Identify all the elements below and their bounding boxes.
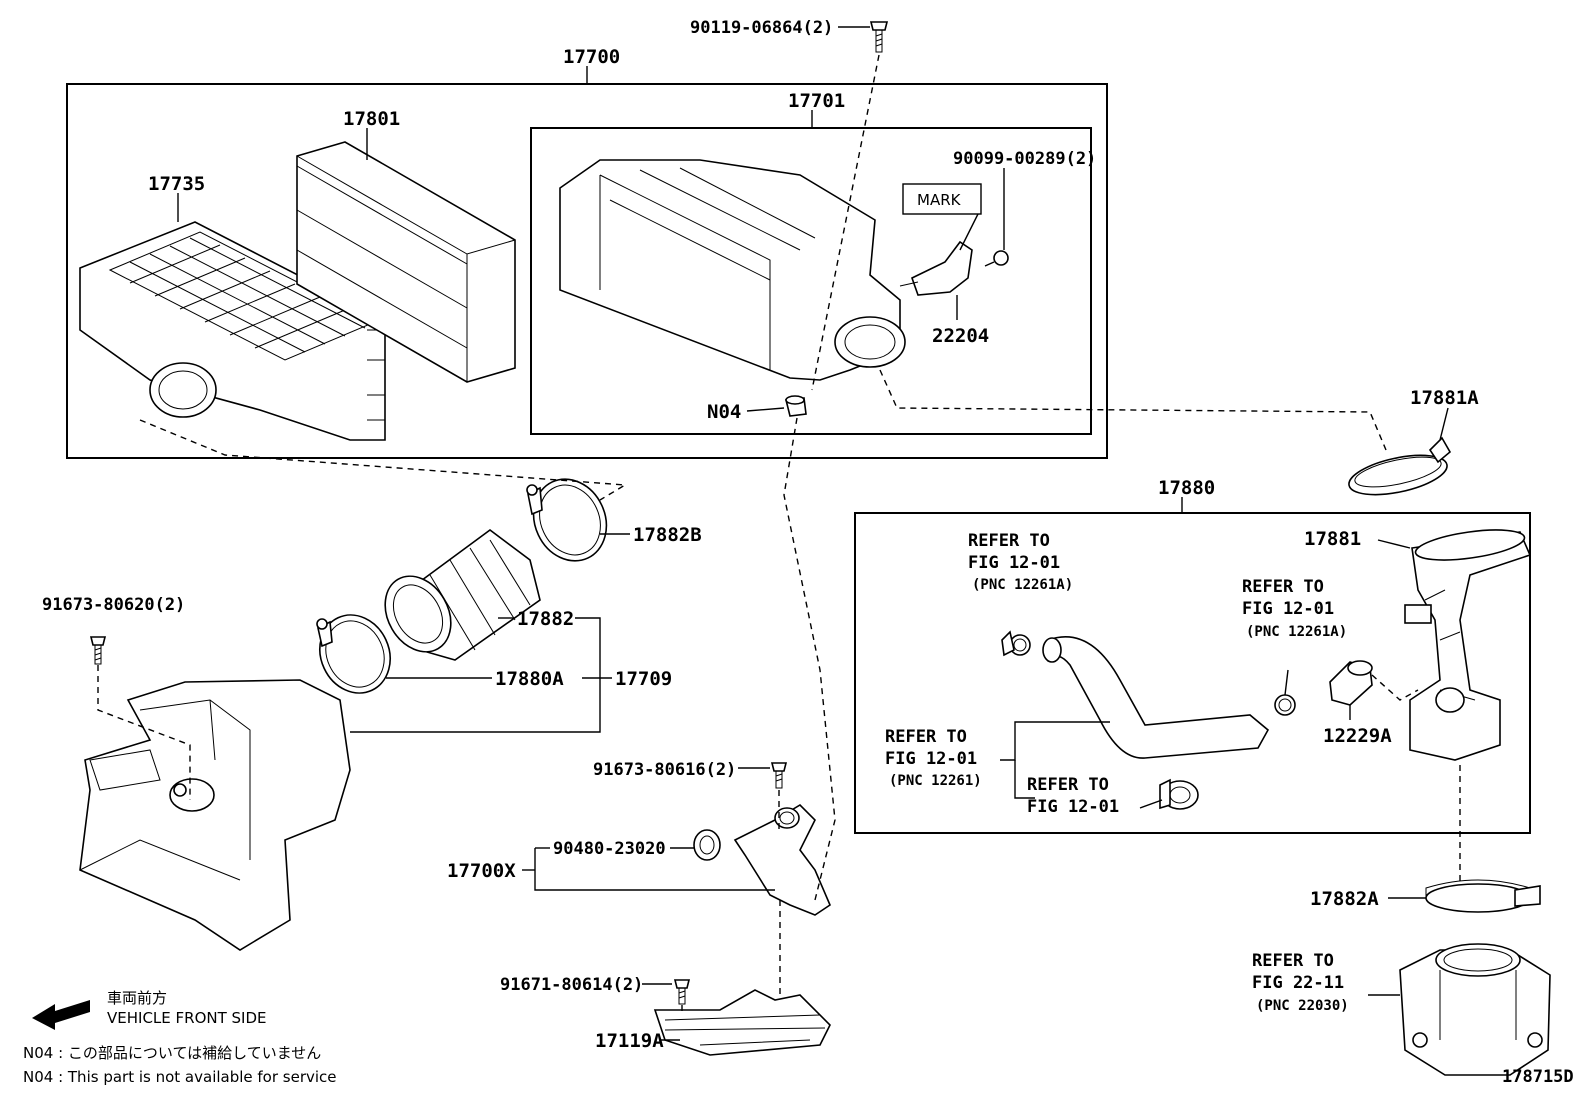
grommet-90480-icon [693,829,721,861]
dash-bolt-620 [97,665,191,800]
front-arrow-icon [32,1000,90,1030]
ref5-line1: REFER TO [1252,951,1334,971]
bracket-17700x-leader [534,848,775,891]
leader-n04 [746,407,785,412]
airflow-meter-22204 [899,240,973,296]
label-17700: 17700 [563,46,620,68]
lower-case [79,679,351,951]
bracket-ref3 [1000,721,1110,761]
ref5-line2: FIG 22-11 [1252,973,1344,993]
ref2-line3: (PNC 12261A) [1246,624,1347,640]
dash-n04-bracket [783,417,836,901]
ref3-line3: (PNC 12261) [889,773,982,789]
bracket-17709 [350,617,601,733]
assembly-17701-box [530,127,1092,435]
bolt-91673-80616-icon [770,762,788,789]
air-cleaner-cap-17735 [79,221,386,441]
label-17880: 17880 [1158,477,1215,499]
air-cleaner-case-17701 [559,159,906,381]
legend-n04-jp: N04 : この部品については補給していません [23,1044,321,1062]
ref2-line1: REFER TO [1242,577,1324,597]
ref3-line2: FIG 12-01 [885,749,977,769]
mark-box [902,183,982,215]
label-17801: 17801 [343,108,400,130]
leader-ref4 [1139,799,1163,809]
label-17882b: 17882B [633,524,702,546]
dash-cap-hose [139,419,628,501]
label-22204: 22204 [932,325,989,347]
label-17882: 17882 [517,608,574,630]
ref4-line1: REFER TO [1027,775,1109,795]
clamp-17880a [316,614,391,694]
label-17735: 17735 [148,173,205,195]
label-12229a: 12229A [1323,725,1392,747]
bolt-91671-icon [673,979,691,1005]
legend-front-jp: 車両前方 [107,989,167,1007]
dash-fitting-duct [1371,674,1419,701]
clamp-17881a [1348,436,1452,496]
dash-case-clamp [879,369,1387,451]
label-17709: 17709 [615,668,672,690]
bracket-17119a [653,989,831,1056]
bolt-90119-icon [869,21,889,53]
ref4-line2: FIG 12-01 [1027,797,1119,817]
grommet-n04-icon [785,395,807,417]
clamp-17882b [526,478,608,562]
pcv-fitting-12229a [1329,660,1373,706]
ref3-line1: REFER TO [885,727,967,747]
throttle-body-22030 [1399,943,1551,1076]
screw-90099-icon [984,250,1009,267]
label-17881: 17881 [1304,528,1361,550]
ref1-line3: (PNC 12261A) [972,577,1073,593]
legend-n04-en: N04 : This part is not available for ser… [23,1068,337,1086]
clamp-17882a [1425,879,1541,913]
label-17881a: 17881A [1410,387,1479,409]
label-17701: 17701 [788,90,845,112]
label-90099: 90099-00289(2) [953,149,1096,169]
hose-12261 [1042,636,1270,759]
intake-hose-17882 [384,529,541,661]
legend-front-en: VEHICLE FRONT SIDE [107,1009,267,1027]
assembly-17880-box [854,512,1531,834]
label-17700x: 17700X [447,860,516,882]
leader-17881 [1377,539,1411,549]
ref2-line2: FIG 12-01 [1242,599,1334,619]
label-91673-80616: 91673-80616(2) [593,760,736,780]
hose-clamp-12261a-icon [1001,630,1031,657]
ref1-line1: REFER TO [968,531,1050,551]
filter-element-17801 [296,141,516,383]
label-17882a: 17882A [1310,888,1379,910]
figure-id: 178715D [1502,1067,1574,1087]
bracket-ref3b [1014,760,1035,799]
label-n04: N04 [707,401,741,423]
dash-bolt-90119 [811,54,880,391]
ref1-line2: FIG 12-01 [968,553,1060,573]
label-91671: 91671-80614(2) [500,975,643,995]
label-17119a: 17119A [595,1030,664,1052]
label-90119: 90119-06864(2) [690,18,833,38]
label-90480: 90480-23020 [553,839,666,859]
hose-clamp-12261-icon [1159,778,1199,810]
bracket-17700x [733,803,831,916]
leader-17881a [1439,407,1449,441]
ref5-line3: (PNC 22030) [1256,998,1349,1014]
label-17880a: 17880A [495,668,564,690]
bolt-91673-80620-icon [89,636,107,665]
leader-mark [959,213,979,251]
hose-clamp-12261a-b-icon [1274,669,1296,716]
intake-duct-17881 [1404,529,1532,761]
label-91673-80620: 91673-80620(2) [42,595,185,615]
label-mark: MARK [917,191,962,209]
